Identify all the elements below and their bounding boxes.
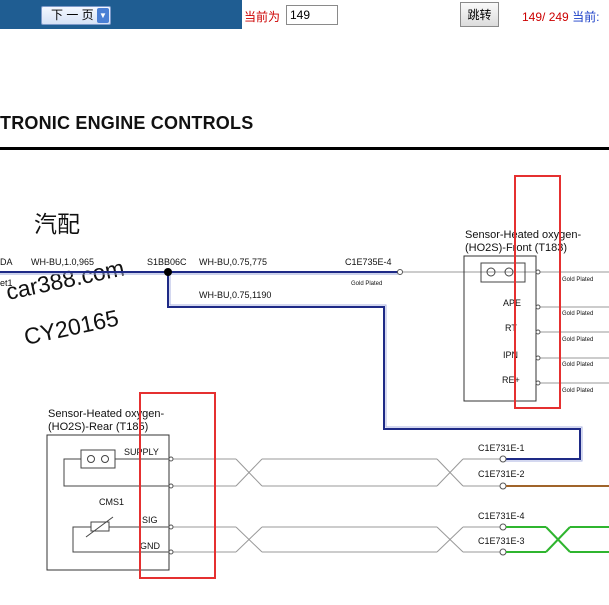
rear-sensor-heater-symbol: [80, 449, 116, 469]
rear-gnd-internal-wire: [72, 526, 169, 553]
wire-green-out: [506, 526, 609, 553]
top-toolbar: 下 一 页 ▼ 当前为 跳转 149/ 249 当前:: [0, 0, 609, 29]
rear-sensor-box: [46, 434, 170, 571]
rear-pin-supply: SUPPLY: [124, 447, 159, 457]
rear-pin-gnd: GND: [140, 541, 161, 551]
left-label-et1: et1: [0, 278, 13, 288]
front-sensor-output-wires: [535, 269, 609, 386]
page-count: 149/ 249 当前:: [522, 8, 599, 25]
wire-white-blue-branch: [167, 272, 583, 462]
rear-sensor-title-1: Sensor-Heated oxygen-: [48, 408, 165, 420]
watermark-line3: CY20165: [22, 305, 121, 350]
wire-white-blue-main: [0, 271, 398, 275]
document-title: TRONIC ENGINE CONTROLS: [0, 113, 254, 133]
gold-plated-front-connector: Gold Plated: [351, 281, 382, 287]
front-connector-label: C1E735E-4: [345, 257, 392, 267]
front-sensor-title-1: Sensor-Heated oxygen-: [465, 229, 582, 241]
rear-sensing-element-slash: [85, 516, 114, 538]
rear-connector-4: C1E731E-4: [478, 511, 525, 521]
front-sensor-title-2: (HO2S)-Front (T183): [465, 242, 567, 254]
highlight-box-front-pins: [514, 175, 561, 409]
front-pin-re: RE+: [502, 375, 520, 385]
current-suffix: 当前:: [572, 10, 600, 24]
rear-connector-3: C1E731E-3: [478, 536, 525, 546]
next-page-label: 下 一 页: [51, 8, 94, 22]
front-sensor-heater-symbol: [480, 262, 526, 283]
gold-plated-front-3: Gold Plated: [562, 337, 593, 343]
wiring-diagram: 汽配 car388.com CY20165 DA et1 WH-BU,1.0,9…: [0, 175, 609, 579]
front-pin-rt: RT: [505, 323, 517, 333]
next-page-select[interactable]: 下 一 页 ▼: [41, 6, 111, 25]
watermark-line1: 汽配: [34, 211, 80, 237]
front-pin-ape: APE: [503, 298, 521, 308]
rear-connector-1: C1E731E-1: [478, 443, 525, 453]
front-pin-ipn: IPN: [503, 350, 518, 360]
current-page-label: 当前为: [244, 10, 281, 24]
rear-sensor-title-2: (HO2S)-Rear (T185): [48, 421, 148, 433]
rear-pin-sig: SIG: [142, 515, 158, 525]
gold-plated-front-2: Gold Plated: [562, 311, 593, 317]
rear-heater-terminal-left: [87, 455, 95, 463]
gold-plated-front-4: Gold Plated: [562, 362, 593, 368]
page-count-value: 149/ 249: [522, 10, 569, 24]
rear-connector-2: C1E731E-2: [478, 469, 525, 479]
front-heater-terminal-left: [486, 267, 496, 277]
splice-point: [164, 268, 172, 276]
rear-cms-label: CMS1: [99, 497, 124, 507]
rear-connector-pins: [499, 455, 507, 556]
title-divider: [0, 147, 609, 150]
rear-heater-return-wire: [63, 458, 169, 487]
highlight-box-rear-pins: [139, 392, 216, 579]
current-page-input[interactable]: [286, 5, 338, 25]
gold-plated-front-5: Gold Plated: [562, 388, 593, 394]
wire-label-mid: WH-BU,0.75,775: [199, 257, 267, 267]
rear-heater-terminal-right: [101, 455, 109, 463]
wire-label-top: WH-BU,1.0,965: [31, 257, 94, 267]
wire-label-down: WH-BU,0.75,1190: [199, 290, 271, 300]
left-label-da: DA: [0, 257, 13, 267]
front-sensor-box: [463, 255, 537, 402]
jump-button[interactable]: 跳转: [460, 2, 499, 27]
toolbar-nav-area: 下 一 页 ▼: [0, 0, 242, 29]
dropdown-arrow-icon[interactable]: ▼: [97, 8, 109, 23]
front-heater-terminal-right: [504, 267, 514, 277]
gold-plated-front-1: Gold Plated: [562, 277, 593, 283]
splice-label: S1BB06C: [147, 257, 187, 267]
connector-c1e735e-4-pin: [397, 269, 403, 275]
rear-sensor-twisted-wires: [168, 456, 500, 555]
